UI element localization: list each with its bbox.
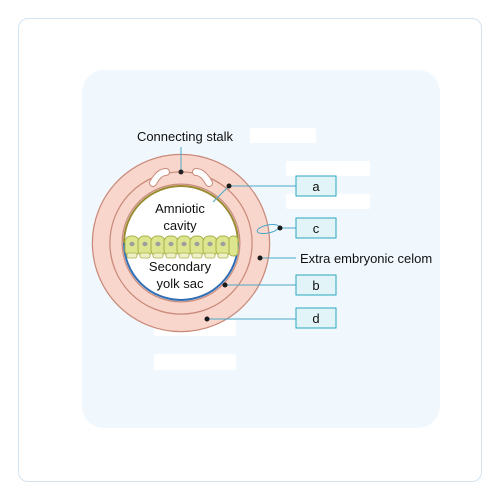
pointer-dots xyxy=(204,183,283,322)
label-yolk-sac: yolk sac xyxy=(157,276,204,291)
placeholder-bar xyxy=(250,128,316,143)
label-connecting-stalk: Connecting stalk xyxy=(137,129,234,144)
stalk-gap-right xyxy=(193,169,212,186)
callout-b[interactable]: b xyxy=(295,274,337,296)
label-extra-embryonic-celom: Extra embryonic celom xyxy=(300,251,432,266)
connecting-stalk-dot xyxy=(178,169,184,175)
callout-d-text: d xyxy=(312,311,319,326)
disc-cell xyxy=(228,235,239,257)
yolk-sac-membrane xyxy=(123,242,239,301)
amnion-membrane xyxy=(123,185,239,244)
embryonic-disc xyxy=(124,235,239,259)
callout-d[interactable]: d xyxy=(295,307,337,329)
label-secondary: Secondary xyxy=(149,259,212,274)
callout-b-text: b xyxy=(312,278,319,293)
placeholder-bar xyxy=(286,194,370,209)
inner-ring xyxy=(110,172,252,314)
callout-c[interactable]: c xyxy=(295,217,337,239)
callout-c-text: c xyxy=(313,221,320,236)
placeholder-bar xyxy=(154,354,236,370)
label-amniotic: Amniotic xyxy=(155,201,205,216)
callout-a-text: a xyxy=(312,179,320,194)
label-cavity: cavity xyxy=(163,218,197,233)
placeholder-bar xyxy=(286,161,370,176)
stalk-gap-left xyxy=(150,169,169,186)
callout-a[interactable]: a xyxy=(295,175,337,197)
